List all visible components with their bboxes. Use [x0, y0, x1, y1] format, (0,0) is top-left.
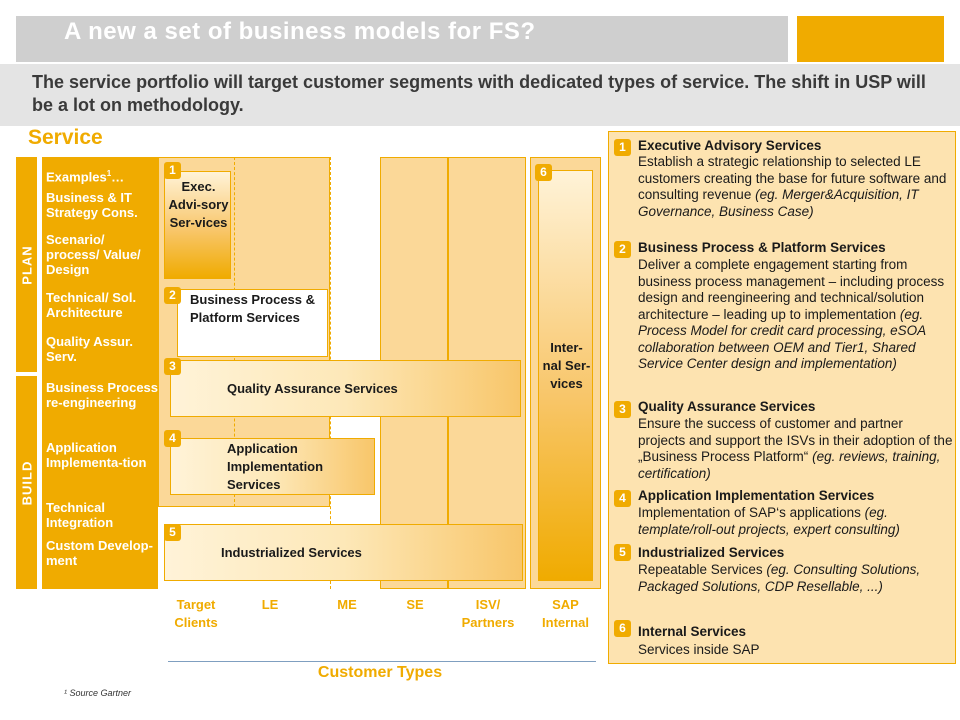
- service-axis-label: Service: [28, 126, 103, 149]
- legend-title: Industrialized Services: [638, 545, 785, 560]
- legend-title: Business Process & Platform Services: [638, 240, 886, 255]
- application-implementation-box: Application Implementation Services: [170, 438, 375, 495]
- legend-description: Services inside SAP: [638, 642, 760, 657]
- industrialized-services-box: Industrialized Services: [164, 524, 523, 581]
- plan-label: PLAN: [19, 244, 34, 285]
- badge-3: 3: [164, 358, 181, 375]
- plan-phase-bar: PLAN: [16, 157, 37, 372]
- badge-5: 5: [164, 524, 181, 541]
- legend-description: Implementation of SAP‘s applications (eg…: [638, 505, 900, 537]
- legend-description: Repeatable Services (eg. Consulting Solu…: [638, 562, 921, 594]
- example-item: Business & IT Strategy Cons.: [46, 190, 138, 220]
- legend-badge-4: 4: [614, 490, 631, 507]
- legend-description: Ensure the success of customer and partn…: [638, 416, 953, 481]
- application-implementation-label: Application Implementation Services: [227, 441, 324, 492]
- page-subtitle: The service portfolio will target custom…: [32, 72, 926, 115]
- legend-title: Executive Advisory Services: [638, 138, 822, 153]
- customer-types-line: [168, 661, 596, 662]
- executive-advisory-label: Exec. Advi-sory Ser-vices: [168, 179, 229, 230]
- build-label: BUILD: [19, 460, 34, 505]
- legend-badge-6: 6: [614, 620, 631, 637]
- legend-badge-5: 5: [614, 544, 631, 561]
- badge-1: 1: [164, 162, 181, 179]
- legend-title: Quality Assurance Services: [638, 399, 816, 414]
- legend-description: Deliver a complete engagement starting f…: [638, 257, 945, 371]
- internal-services-label: Inter-nal Ser-vices: [542, 340, 591, 391]
- example-item: Custom Develop-ment: [46, 538, 153, 568]
- x-label-le: LE: [261, 597, 279, 612]
- x-label-se: SE: [406, 597, 424, 612]
- industrialized-services-label: Industrialized Services: [221, 545, 362, 560]
- business-process-label: Business Process & Platform Services: [190, 292, 316, 325]
- examples-panel: Examples1… Business & IT Strategy Cons. …: [42, 157, 158, 589]
- business-process-box: Business Process & Platform Services: [177, 289, 328, 357]
- quality-assurance-box: Quality Assurance Services: [170, 360, 521, 417]
- badge-2: 2: [164, 287, 181, 304]
- executive-advisory-box: Exec. Advi-sory Ser-vices: [164, 171, 231, 279]
- footnote: ¹ Source Gartner: [64, 688, 132, 698]
- subtitle-band: [0, 64, 960, 126]
- example-item: Application Implementa-tion: [46, 440, 147, 470]
- quality-assurance-label: Quality Assurance Services: [227, 381, 398, 396]
- example-item: Quality Assur. Serv.: [46, 334, 133, 364]
- legend-description: Establish a strategic relationship to se…: [638, 154, 947, 219]
- legend-panel: 1 Executive Advisory Services Establish …: [608, 131, 956, 664]
- customer-types-label: Customer Types: [317, 664, 443, 681]
- accent-block: [797, 16, 944, 62]
- examples-heading: Examples1…: [46, 169, 125, 185]
- x-label-me: ME: [337, 597, 357, 612]
- example-item: Technical Integration: [46, 500, 114, 530]
- legend-badge-3: 3: [614, 401, 631, 418]
- badge-6: 6: [535, 164, 552, 181]
- x-label-isv: ISV/ Partners: [461, 597, 515, 630]
- x-label-target: Target Clients: [174, 597, 218, 630]
- internal-services-box: Inter-nal Ser-vices: [538, 170, 593, 581]
- example-item: Business Process re-engineering: [46, 380, 159, 410]
- legend-title: Application Implementation Services: [638, 488, 875, 503]
- legend-title: Internal Services: [638, 624, 747, 639]
- legend-badge-1: 1: [614, 139, 631, 156]
- title-band: [16, 16, 788, 62]
- x-label-sap: SAP Internal: [542, 597, 589, 630]
- page-title: A new a set of business models for FS?: [64, 18, 536, 45]
- legend-badge-2: 2: [614, 241, 631, 258]
- badge-4: 4: [164, 430, 181, 447]
- build-phase-bar: BUILD: [16, 376, 37, 589]
- example-item: Scenario/ process/ Value/ Design: [46, 232, 141, 277]
- example-item: Technical/ Sol. Architecture: [46, 290, 137, 320]
